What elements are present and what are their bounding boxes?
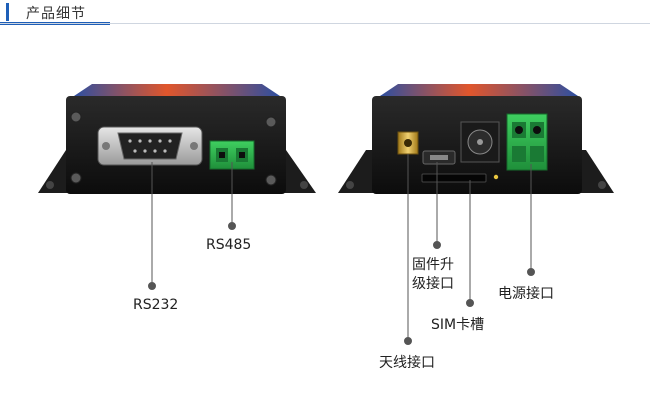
screw-icon — [70, 111, 82, 123]
header-divider — [0, 23, 650, 24]
antenna-connector-icon — [397, 131, 419, 155]
device-left — [38, 84, 316, 194]
device-top-left — [74, 84, 280, 96]
label-power-port: 电源接口 — [498, 286, 554, 302]
screw-icon — [265, 174, 277, 186]
callout-dot-icon — [466, 299, 474, 307]
callout-dot-icon — [404, 337, 412, 345]
mount-hole-icon — [598, 181, 606, 189]
power-terminal-icon — [506, 113, 548, 171]
status-led-icon — [493, 174, 499, 180]
header-accent-bar — [6, 3, 9, 21]
callout-dot-icon — [228, 222, 236, 230]
sim-slot-icon — [421, 173, 487, 183]
label-firmware-port: 固件升级接口 — [412, 257, 454, 292]
mount-hole-icon — [346, 181, 354, 189]
callouts — [148, 154, 535, 345]
db9-connector-icon — [97, 126, 203, 166]
mount-hole-icon — [300, 181, 308, 189]
callout-dot-icon — [527, 268, 535, 276]
screw-icon — [70, 172, 82, 184]
dc-jack-icon — [460, 121, 500, 163]
firmware-usb-port-icon — [422, 150, 456, 165]
screw-icon — [265, 116, 277, 128]
callout-dot-icon — [148, 282, 156, 290]
label-antenna-port: 天线接口 — [379, 355, 435, 371]
device-top-right — [380, 84, 578, 96]
label-sim-slot: SIM卡槽 — [431, 317, 485, 333]
device-right — [338, 84, 614, 194]
label-rs485: RS485 — [206, 237, 252, 253]
mount-hole-icon — [46, 181, 54, 189]
section-header: 产品细节 — [0, 0, 650, 28]
callout-dot-icon — [433, 241, 441, 249]
label-rs232: RS232 — [133, 297, 179, 313]
section-title: 产品细节 — [26, 6, 86, 22]
